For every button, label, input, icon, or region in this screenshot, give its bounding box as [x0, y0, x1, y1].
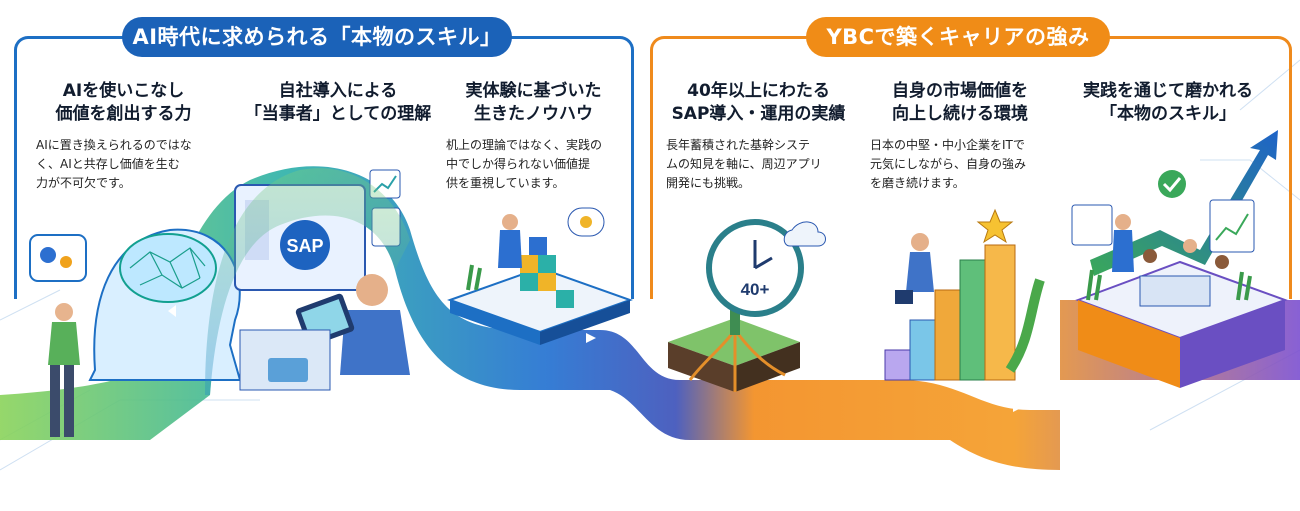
feature-in-house: 自社導入による 「当事者」としての理解 — [238, 80, 438, 126]
feature-title-line: 生きたノウハウ — [474, 104, 593, 124]
feature-desc-line: 中でしか得られない価値提 — [446, 157, 591, 171]
feature-description: AIに置き換えられるのではな く、AIと共存し価値を生む 力が不可欠です。 — [36, 136, 211, 193]
feature-desc-line: 机上の理論ではなく、実践の — [446, 138, 603, 152]
feature-title: 自身の市場価値を 向上し続ける環境 — [870, 80, 1050, 126]
feature-title-line: 向上し続ける環境 — [892, 104, 1028, 124]
right-section-heading: YBCで築くキャリアの強み — [806, 17, 1110, 57]
feature-desc-line: く、AIと共存し価値を生む — [36, 157, 180, 171]
feature-title-line: 「当事者」としての理解 — [244, 104, 432, 124]
feature-title-line: 実体験に基づいた — [465, 81, 602, 101]
arch-decoration — [205, 168, 410, 395]
feature-desc-line: 供を重視しています。 — [446, 176, 565, 190]
left-section-heading: AI時代に求められる「本物のスキル」 — [122, 17, 512, 57]
feature-description: 長年蓄積された基幹システ ムの知見を軸に、周辺アプリ 開発にも挑戦。 — [666, 136, 851, 193]
feature-title: 実体験に基づいた 生きたノウハウ — [446, 80, 621, 126]
feature-desc-line: ムの知見を軸に、周辺アプリ — [666, 157, 822, 171]
feature-desc-line: 日本の中堅・中小企業をITで — [870, 138, 1025, 152]
flow-marker — [586, 333, 596, 343]
feature-description: 机上の理論ではなく、実践の 中でしか得られない価値提 供を重視しています。 — [446, 136, 621, 193]
feature-title-line: 自身の市場価値を — [892, 81, 1028, 101]
feature-description: 日本の中堅・中小企業をITで 元気にしながら、自身の強み を磨き続けます。 — [870, 136, 1050, 193]
feature-desc-line: 開発にも挑戦。 — [666, 176, 751, 190]
feature-title-line: 「本物のスキル」 — [1100, 104, 1236, 124]
flow-marker — [1013, 402, 1023, 412]
feature-title: AIを使いこなし 価値を創出する力 — [36, 80, 211, 126]
clock-label: 40+ — [741, 280, 770, 299]
feature-real-skill: 実践を通じて磨かれる 「本物のスキル」 — [1068, 80, 1268, 126]
clock-roots-illustration: 40+ — [668, 219, 826, 392]
feature-title-line: 自社導入による — [278, 81, 398, 101]
flow-marker — [168, 305, 176, 317]
feature-title-line: SAP導入・運用の実績 — [671, 104, 846, 124]
sap-label: SAP — [286, 236, 323, 256]
growth-stairs-illustration — [884, 208, 1045, 381]
feature-desc-line: を磨き続けます。 — [870, 176, 965, 190]
feature-desc-line: 元気にしながら、自身の強み — [870, 157, 1027, 171]
feature-desc-line: 力が不可欠です。 — [36, 176, 131, 190]
feature-ai-value: AIを使いこなし 価値を創出する力 AIに置き換えられるのではな く、AIと共存… — [36, 80, 211, 193]
feature-knowhow: 実体験に基づいた 生きたノウハウ 机上の理論ではなく、実践の 中でしか得られない… — [446, 80, 621, 193]
feature-title-line: AIを使いこなし — [62, 81, 185, 101]
flow-ribbon — [0, 166, 1300, 470]
feature-title: 40年以上にわたる SAP導入・運用の実績 — [666, 80, 851, 126]
feature-title-line: 実践を通じて磨かれる — [1083, 81, 1253, 101]
feature-sap-track-record: 40年以上にわたる SAP導入・運用の実績 長年蓄積された基幹システ ムの知見を… — [666, 80, 851, 193]
feature-title: 自社導入による 「当事者」としての理解 — [238, 80, 438, 126]
feature-market-value: 自身の市場価値を 向上し続ける環境 日本の中堅・中小企業をITで 元気にしながら… — [870, 80, 1050, 193]
feature-desc-line: 長年蓄積された基幹システ — [666, 138, 811, 152]
feature-desc-line: AIに置き換えられるのではな — [36, 138, 192, 152]
feature-title-line: 価値を創出する力 — [55, 104, 192, 124]
team-success-illustration — [1071, 130, 1288, 388]
cubes-platform-illustration — [447, 207, 633, 345]
feature-title-line: 40年以上にわたる — [687, 81, 830, 101]
feature-title: 実践を通じて磨かれる 「本物のスキル」 — [1068, 80, 1268, 126]
flow-marker — [428, 270, 440, 280]
ai-head-illustration — [29, 228, 242, 437]
